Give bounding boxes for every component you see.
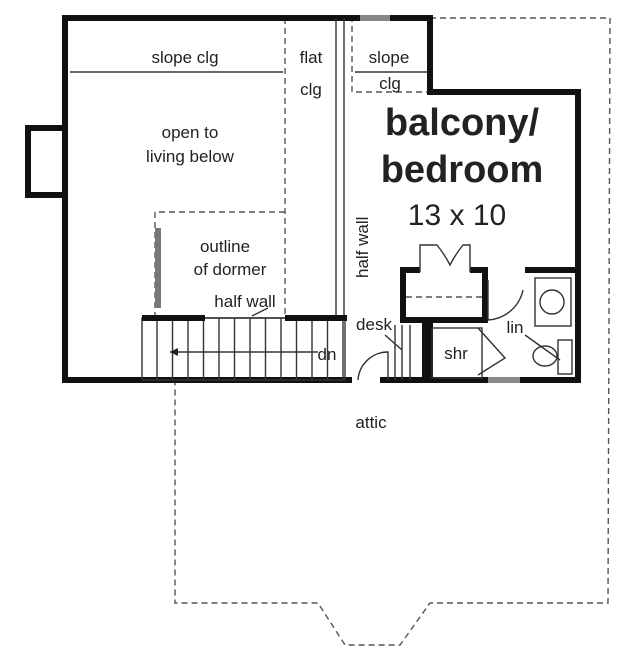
label-flat: flat (300, 48, 323, 67)
label-slope-clg: slope clg (151, 48, 218, 67)
label-half-wall-vertical: half wall (353, 217, 372, 278)
lin-arrow (524, 334, 561, 361)
desk (394, 325, 411, 380)
washer-drum (539, 289, 565, 315)
toilet (532, 345, 558, 367)
shower-door (477, 327, 507, 376)
label-open-to: open to (162, 123, 219, 142)
stairs (141, 317, 346, 381)
shower (431, 327, 483, 379)
label-half-wall: half wall (214, 292, 275, 311)
chimney-bump (25, 125, 68, 198)
label-slope-clg-right: clg (379, 74, 401, 93)
label-lin: lin (506, 318, 523, 337)
label-shr: shr (444, 344, 468, 363)
attic-outline (174, 17, 611, 646)
half-wall-arrow (251, 307, 269, 317)
label-slope: slope (369, 48, 410, 67)
label-outline: outline (200, 237, 250, 256)
toilet-tank (557, 339, 573, 375)
room-name-line1: balcony/ (385, 102, 540, 144)
room-size: 13 x 10 (408, 199, 506, 232)
label-dn: dn (318, 345, 337, 364)
room-name-line2: bedroom (381, 149, 544, 191)
dormer-wall (155, 228, 161, 308)
exterior-wall (62, 15, 581, 383)
desk-arrow (384, 334, 403, 351)
door-swing (357, 351, 389, 381)
label-living-below: living below (146, 147, 235, 166)
label-attic: attic (355, 413, 387, 432)
closet-walls (400, 267, 488, 323)
closet-doors (419, 244, 471, 272)
label-of-dormer: of dormer (194, 260, 267, 279)
bath-door (487, 280, 524, 321)
label-desk: desk (356, 315, 392, 334)
washer (534, 277, 572, 327)
shower-walls (422, 319, 433, 383)
label-flat-clg: clg (300, 80, 322, 99)
